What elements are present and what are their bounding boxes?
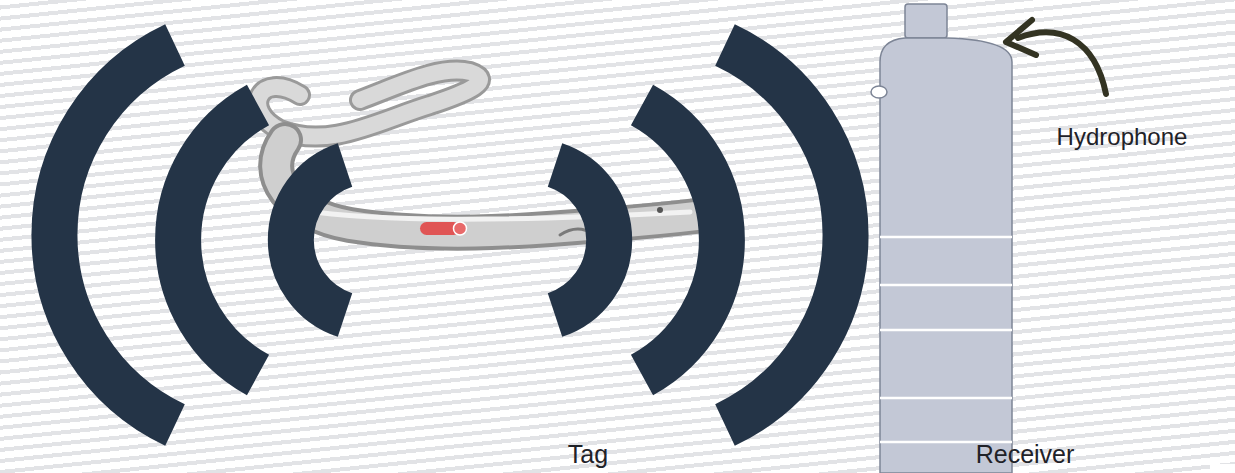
receiver-body [871, 4, 1012, 473]
signal-waves [54, 45, 845, 425]
hydrophone-pointer [1006, 20, 1106, 94]
part-label: Tag [568, 440, 608, 469]
part-label: Receiver [976, 440, 1075, 469]
corner-patch [1210, 464, 1235, 473]
part-label: Hydrophone [1057, 123, 1188, 151]
